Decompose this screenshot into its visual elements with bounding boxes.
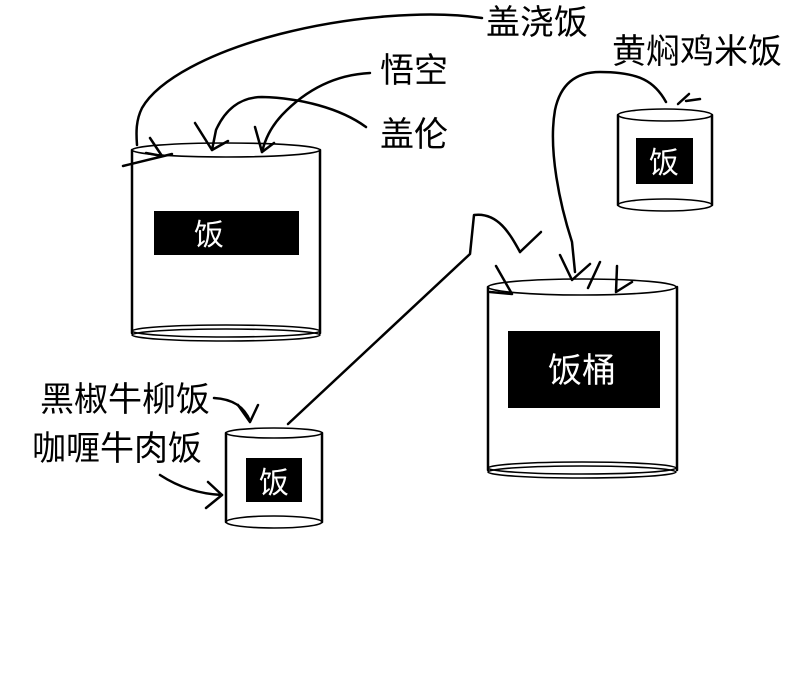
bucket-bottom-small-label: 饭 <box>259 466 289 501</box>
arrowhead-fantong-3 <box>586 260 602 290</box>
arrow-huangmenjimifan <box>551 70 668 274</box>
arrow-gaijiaofan <box>135 13 484 147</box>
bucket-right-small-label-box <box>636 138 693 184</box>
bucket-left-large: 饭 <box>121 142 322 342</box>
arrowhead-fantong-4 <box>614 264 634 294</box>
bucket-left-large-rim-stroke <box>121 152 174 168</box>
annotation-gailun: 盖伦 <box>380 115 448 155</box>
bucket-right-large-base-outer <box>487 465 677 479</box>
annotation-huangmenjimifan: 黄焖鸡米饭 <box>612 32 782 72</box>
bucket-right-large-rim <box>487 278 677 296</box>
bucket-left-large-label: 饭 <box>194 218 224 253</box>
arrowhead-heijiaoniuliufan <box>236 403 260 424</box>
arrow-heijiaoniuliufan <box>212 396 252 423</box>
arrowhead-fantong-2 <box>558 253 592 282</box>
bucket-right-small-label: 饭 <box>649 146 679 181</box>
bucket-left-large-base <box>131 324 321 338</box>
arrow-gailun <box>210 95 368 152</box>
bucket-left-large-label-box <box>154 211 299 255</box>
arrow-bottom-to-fantong <box>286 213 522 426</box>
arrowhead-wukong <box>253 125 276 154</box>
annotation-galiniuroufan: 咖喱牛肉饭 <box>32 429 202 469</box>
annotation-wukong: 悟空 <box>380 51 448 91</box>
bucket-bottom-small-label-box <box>246 458 302 502</box>
bucket-bottom-small-base <box>225 515 323 529</box>
arrowhead-gaijiaofan <box>144 136 164 158</box>
bucket-right-small: 饭 <box>616 108 714 212</box>
bucket-right-large: 饭桶 <box>486 278 679 479</box>
bucket-bottom-small: 饭 <box>224 427 324 529</box>
annotation-gaijiaofan: 盖浇饭 <box>486 3 588 43</box>
bucket-right-small-rim <box>617 108 713 122</box>
annotation-heijiaoniuliufan: 黑椒牛柳饭 <box>40 380 210 420</box>
arrowhead-fantong-1 <box>488 264 514 296</box>
arrowhead-gailun <box>193 121 230 152</box>
bucket-right-large-label-box <box>508 331 660 408</box>
arrow-galiniuroufan <box>158 473 224 497</box>
arrowhead-right-small-top <box>676 92 702 106</box>
arrowhead-bottom-to-fantong <box>518 230 543 254</box>
arrow-wukong <box>260 71 372 154</box>
bucket-right-large-base <box>487 461 677 475</box>
bucket-right-large-label: 饭桶 <box>548 351 616 391</box>
arrowhead-galiniuroufan <box>204 480 224 510</box>
bucket-right-small-base <box>617 198 713 212</box>
bucket-bottom-small-rim <box>225 427 323 439</box>
bucket-left-large-base-outer <box>131 328 321 342</box>
